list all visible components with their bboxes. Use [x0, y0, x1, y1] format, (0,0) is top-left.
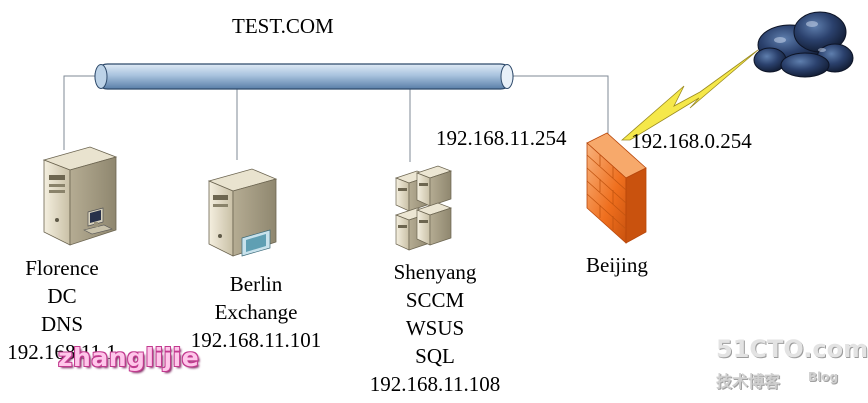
node-role: SCCM	[405, 288, 465, 312]
node-ip: 192.168.11.108	[369, 372, 501, 396]
node-shenyang: Shenyang SCCM WSUS SQL 192.168.11.108	[356, 258, 514, 398]
node-name: Shenyang	[393, 260, 477, 284]
server-rack-icon	[394, 165, 453, 251]
network-bus	[94, 63, 514, 90]
node-name: Berlin	[229, 272, 283, 296]
node-ip: 192.168.11.1	[7, 340, 117, 364]
lightning-link-icon	[620, 49, 759, 141]
node-role: Exchange	[214, 300, 298, 324]
node-role: WSUS	[405, 316, 465, 340]
node-role: DC	[47, 284, 77, 308]
gateway-right-ip: 192.168.0.254	[631, 129, 752, 153]
node-ip: 192.168.11.101	[190, 328, 322, 352]
node-berlin: Berlin Exchange 192.168.11.101	[178, 270, 334, 354]
workstation-icon	[83, 207, 113, 235]
node-role: DNS	[40, 312, 83, 336]
node-florence: Florence DC DNS 192.168.11.1	[0, 254, 124, 366]
node-name: Beijing	[586, 253, 648, 277]
cloud-icon	[753, 11, 854, 78]
exchange-server-icon	[207, 168, 278, 257]
site-cn-watermark: 技术博客	[716, 372, 781, 391]
site-watermark: 51CTO.com	[716, 335, 868, 363]
author-watermark: zhanglijie	[58, 343, 200, 372]
domain-name: TEST.COM	[232, 14, 334, 38]
node-role: SQL	[415, 344, 455, 368]
node-name: Florence	[25, 256, 99, 280]
firewall-icon	[586, 132, 647, 244]
site-blog-watermark: Blog	[808, 370, 839, 384]
node-beijing: Beijing	[586, 251, 648, 279]
connection-lines	[63, 75, 609, 162]
gateway-left-ip: 192.168.11.254	[436, 126, 567, 150]
server-tower-icon	[42, 146, 118, 246]
